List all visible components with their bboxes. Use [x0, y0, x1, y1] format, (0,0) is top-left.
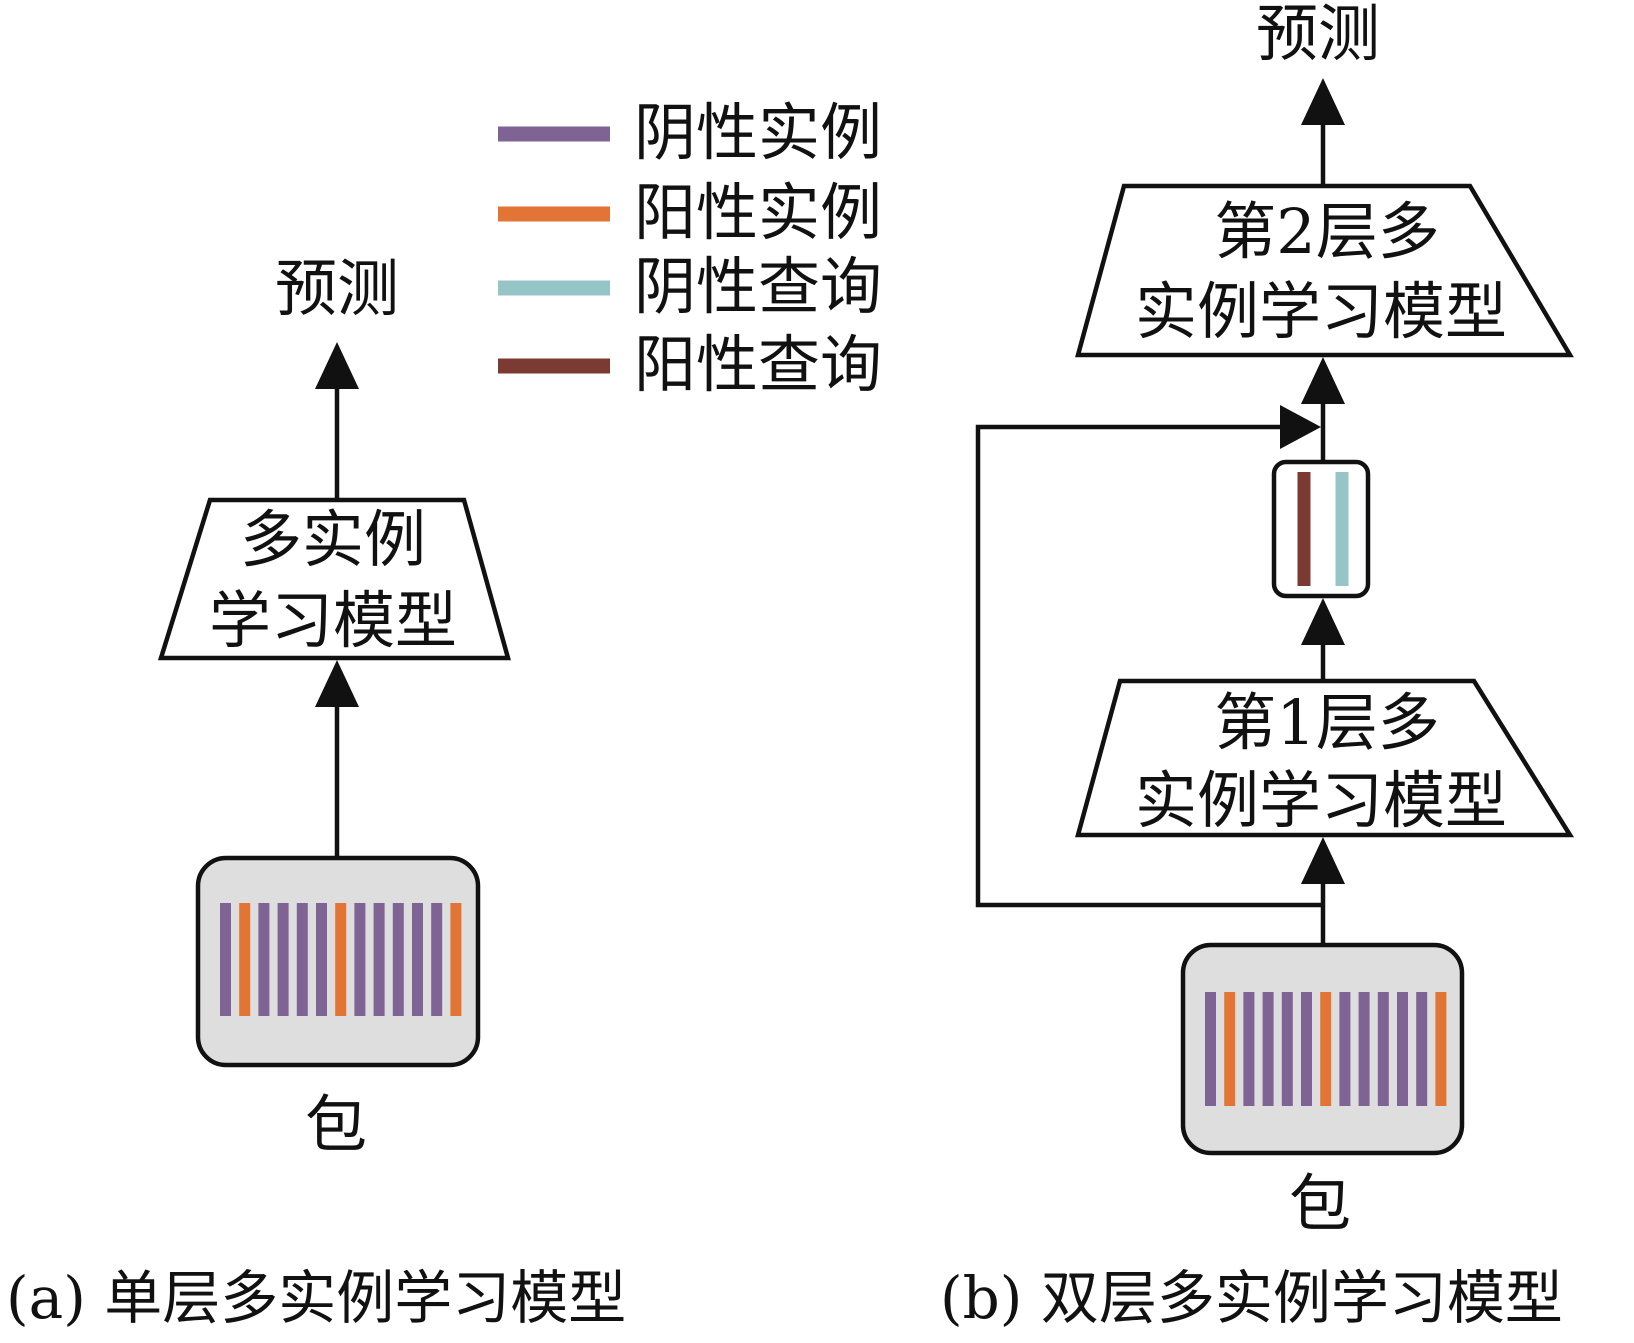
negative-instance-bar: [1416, 992, 1428, 1106]
negative-instance-bar: [1397, 992, 1408, 1106]
legend-label-positive-instance: 阳性实例: [634, 176, 882, 249]
panel-a-arrowhead-prediction: [315, 342, 359, 389]
negative-instance-bar: [258, 903, 270, 1016]
panel-b: 预测 第2层多 实例学习模型 第1层多 实例学习模型 包 (b) 双层多: [940, 0, 1575, 1332]
panel-a-caption: (a) 单层多实例学习模型: [6, 1264, 626, 1332]
negative-instance-bar: [1262, 992, 1274, 1106]
negative-instance-bar: [354, 903, 366, 1016]
panel-a-model-trapezoid: [157, 497, 511, 661]
panel-b-skip-connection: [975, 424, 1323, 908]
panel-b-bag-instances: [1205, 992, 1447, 1106]
panel-b-caption: (b) 双层多实例学习模型: [940, 1264, 1563, 1332]
negative-instance-bar: [392, 903, 404, 1016]
negative-instance-bar: [1243, 992, 1255, 1106]
panel-b-model1-label-line-2: 实例学习模型: [1135, 764, 1507, 837]
legend: 阴性实例 阳性实例 阴性查询 阳性查询: [498, 96, 882, 401]
negative-instance-bar: [1377, 992, 1389, 1106]
positive-instance-bar: [1224, 992, 1236, 1106]
panel-a: 预测 多实例 学习模型 包 (a) 单层多实例学习模型: [6, 252, 626, 1332]
negative-instance-bar: [431, 903, 443, 1016]
panel-b-arrowhead-queries: [1301, 598, 1345, 645]
negative-instance-bar: [1358, 992, 1370, 1106]
legend-label-negative-query: 阴性查询: [634, 250, 882, 323]
panel-b-prediction-label: 预测: [1256, 0, 1380, 70]
positive-instance-bar: [239, 903, 251, 1016]
negative-instance-bar: [1281, 992, 1293, 1106]
panel-b-bag-label: 包: [1289, 1167, 1351, 1240]
panel-b-query-box: [1271, 459, 1371, 599]
panel-b-model1-trapezoid: [1075, 678, 1575, 838]
panel-b-arrowhead-model2: [1301, 357, 1345, 404]
negative-instance-bar: [1205, 992, 1216, 1106]
panel-b-model2-trapezoid: [1075, 183, 1574, 358]
panel-b-arrowhead-skip: [1280, 405, 1321, 449]
positive-instance-bar: [1320, 992, 1332, 1106]
legend-label-positive-query: 阳性查询: [634, 328, 882, 401]
panel-a-model-label-line-2: 学习模型: [209, 584, 457, 657]
panel-a-arrowhead-model: [315, 660, 359, 707]
panel-b-arrowhead-prediction: [1301, 78, 1345, 125]
panel-b-model2-label-line-2: 实例学习模型: [1135, 275, 1507, 348]
positive-instance-bar: [450, 903, 462, 1016]
negative-instance-bar: [373, 903, 385, 1016]
negative-instance-bar: [296, 903, 308, 1016]
negative-instance-bar: [277, 903, 289, 1016]
panel-a-bag-instances: [220, 903, 462, 1016]
negative-instance-bar: [412, 903, 423, 1016]
panel-a-model-label-line-1: 多实例: [240, 503, 426, 576]
negative-instance-bar: [1301, 992, 1312, 1106]
positive-instance-bar: [335, 903, 347, 1016]
negative-instance-bar: [220, 903, 231, 1016]
panel-b-model1-label-line-1: 第1层多: [1214, 686, 1439, 759]
panel-a-bag-label: 包: [305, 1088, 367, 1161]
panel-a-prediction-label: 预测: [275, 252, 399, 325]
panel-b-arrowhead-model1: [1301, 837, 1345, 884]
panel-b-model2-label-line-1: 第2层多: [1214, 195, 1439, 268]
positive-instance-bar: [1435, 992, 1447, 1106]
negative-instance-bar: [316, 903, 327, 1016]
negative-instance-bar: [1339, 992, 1351, 1106]
legend-label-negative-instance: 阴性实例: [634, 96, 882, 169]
